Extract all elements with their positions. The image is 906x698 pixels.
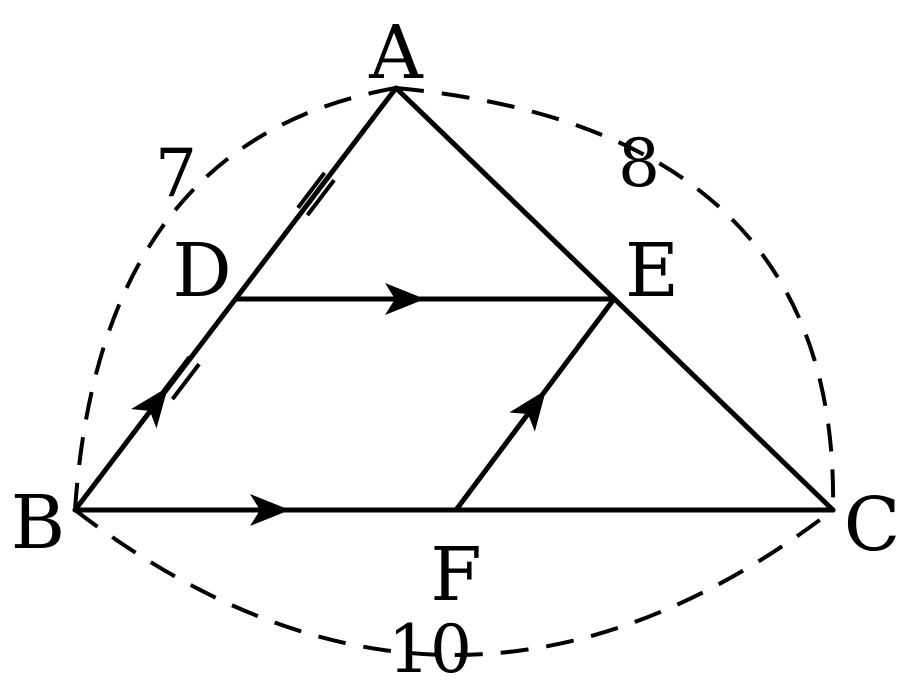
arrowheads xyxy=(131,283,546,526)
label-e: E xyxy=(625,228,679,314)
tick-db xyxy=(161,355,201,401)
arrow-fe xyxy=(509,390,546,432)
label-c: C xyxy=(844,482,901,568)
label-b: B xyxy=(11,480,65,566)
arc-ab xyxy=(73,86,397,511)
measure-bc: 10 xyxy=(388,611,472,688)
label-f: F xyxy=(430,532,481,618)
label-d: D xyxy=(172,228,231,314)
arrow-bc xyxy=(250,494,290,526)
measure-ab: 7 xyxy=(155,135,197,212)
arrow-bd xyxy=(131,387,168,429)
tick-ad xyxy=(296,171,336,217)
measure-ac: 8 xyxy=(618,125,660,202)
arc-bc xyxy=(73,508,835,657)
arrow-de xyxy=(385,283,425,315)
dashed-arcs xyxy=(73,86,836,657)
label-a: A xyxy=(368,10,424,96)
arc-ac xyxy=(395,86,836,511)
tick-marks xyxy=(161,171,336,401)
